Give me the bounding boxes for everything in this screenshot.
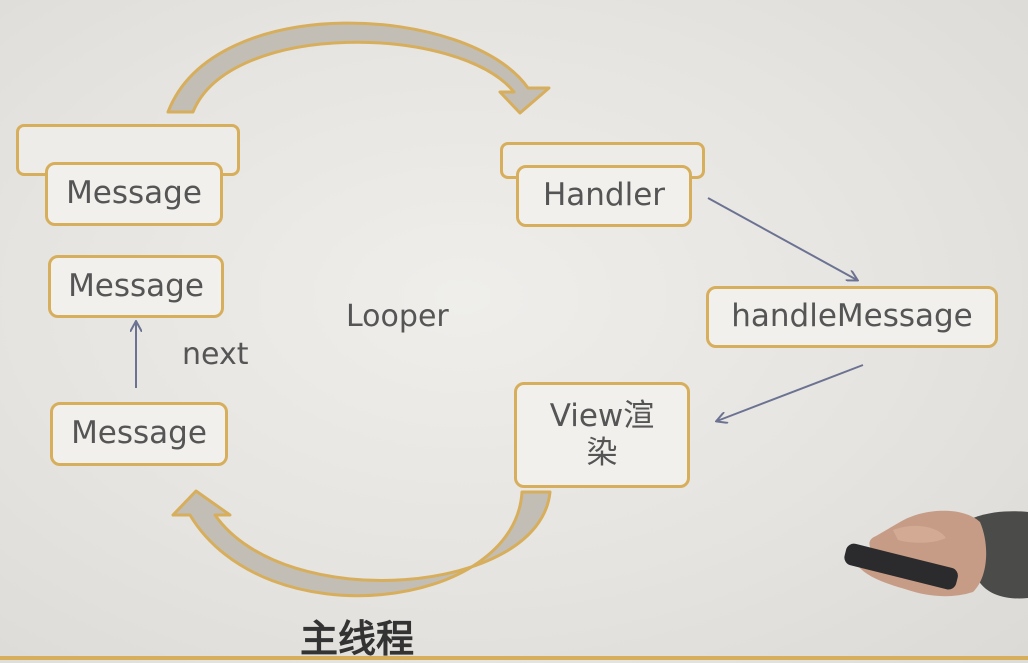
diagram-caption: 主线程 — [300, 617, 415, 661]
next-label: next — [182, 337, 249, 372]
thumb — [893, 525, 946, 543]
message-label: Message — [71, 415, 207, 452]
message-box-top: Message — [45, 162, 223, 226]
bottom-loop-arrow — [171, 489, 552, 598]
sleeve — [973, 511, 1028, 599]
view-render-label: View渲染 — [549, 397, 655, 471]
message-label: Message — [68, 267, 204, 304]
looper-label: Looper — [346, 299, 449, 334]
handler-to-handlemessage-arrow — [707, 197, 857, 280]
message-box-bottom: Message — [50, 402, 228, 466]
handlemessage-box: handleMessage — [706, 286, 998, 348]
handlemessage-to-view-arrow — [717, 364, 864, 421]
view-render-box: View渲染 — [514, 382, 690, 488]
clicker-remote — [844, 543, 958, 590]
handler-label: Handler — [542, 177, 666, 214]
handlemessage-label: handleMessage — [731, 298, 973, 335]
message-box-middle: Message — [48, 255, 224, 318]
handler-box: Handler — [516, 165, 692, 227]
bottom-accent-bar — [0, 656, 1028, 660]
message-label: Message — [66, 175, 202, 212]
presenter-hand — [844, 510, 1028, 599]
top-loop-arrow — [166, 21, 551, 115]
